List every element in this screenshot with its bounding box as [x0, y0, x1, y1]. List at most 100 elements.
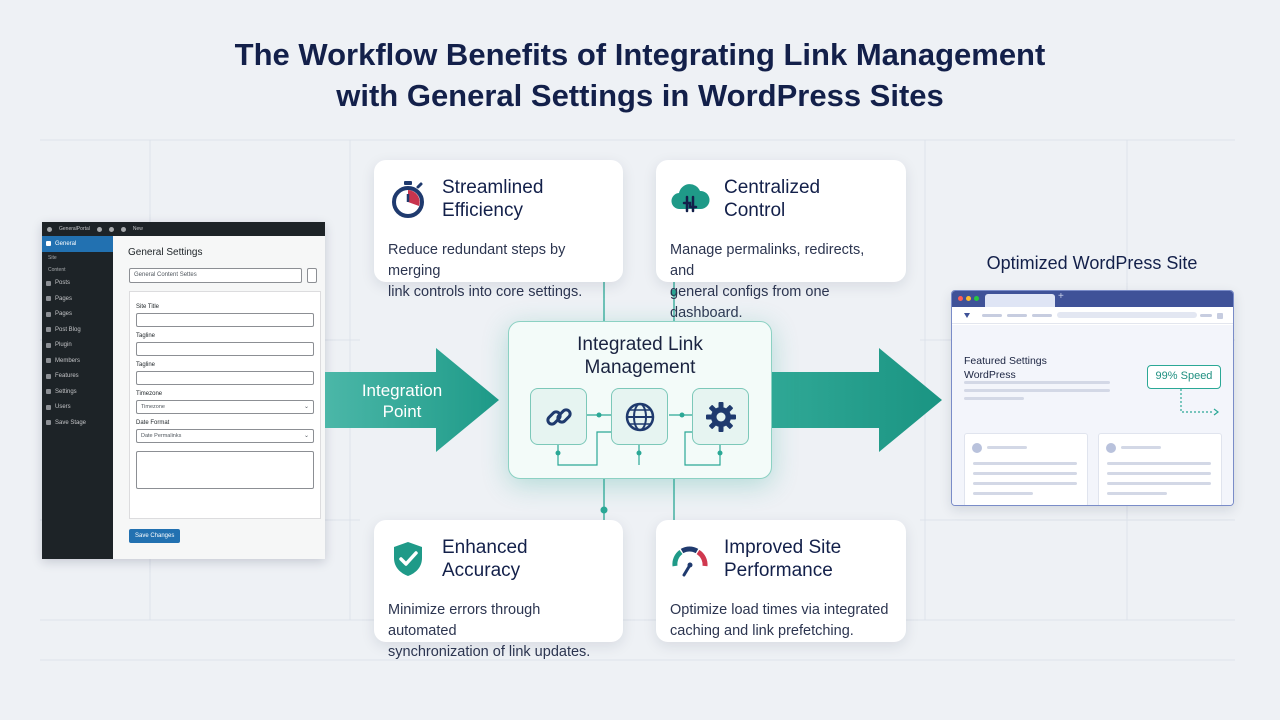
menu-icon: [46, 241, 51, 247]
sidebar-item: Plugin: [42, 338, 113, 354]
card-title-line: Enhanced: [442, 537, 528, 558]
close-dot-icon: [958, 296, 963, 301]
menu-icon: [46, 280, 51, 286]
card-text-line: Manage permalinks, redirects, and: [670, 242, 865, 279]
card-title-line: Control: [724, 200, 786, 221]
integrated-link-management-hub: Integrated Link Management: [508, 321, 772, 479]
menu-icon: [46, 404, 51, 410]
integration-point-label: Integration Point: [352, 380, 452, 422]
sidebar-item-label: Post Blog: [55, 326, 81, 333]
topbar-new: New: [132, 226, 143, 232]
sidebar-item: Pages: [42, 291, 113, 307]
connector-node: [600, 506, 608, 514]
sidebar-item: Posts: [42, 276, 113, 292]
minimize-dot-icon: [966, 296, 971, 301]
sidebar-item-label: Pages: [55, 295, 73, 302]
sidebar-item-label: Settings: [55, 388, 77, 395]
card-title-line: Improved Site: [724, 537, 842, 558]
sidebar-subitem: Site: [42, 252, 113, 264]
integration-arrow: [325, 348, 499, 452]
optimized-site-title: Optimized WordPress Site: [986, 253, 1198, 273]
browser-tab: [985, 294, 1055, 307]
card-text-line: Reduce redundant steps by merging: [388, 242, 566, 279]
save-changes-button: Save Changes: [129, 529, 181, 543]
comments-icon: [96, 226, 102, 232]
card-title-line: Accuracy: [442, 560, 521, 581]
wp-admin-topbar: GeneralPortal New: [42, 222, 325, 236]
settings-form-panel: Site Title Tagline Tagline Timezone Time…: [129, 291, 321, 519]
site-heading-line: WordPress: [964, 369, 1016, 381]
card-improved-performance: Improved Site Performance Optimize load …: [656, 520, 906, 642]
menu-icon: [46, 389, 51, 395]
optimized-site-browser: + Featured Settings WordPress 99% Speed: [951, 290, 1234, 506]
card-title-line: Centralized: [724, 177, 821, 198]
gear-tile: [692, 388, 749, 445]
search-row: General Content Settes: [129, 268, 317, 283]
sidebar-item-label: Site: [48, 254, 57, 261]
menu-icon: [46, 342, 51, 348]
browser-page: Featured Settings WordPress 99% Speed: [952, 325, 1233, 505]
globe-icon: [625, 402, 654, 431]
wp-admin-sidebar: General Site Content Posts Pages Pages P…: [42, 236, 113, 559]
plus-icon: [120, 226, 126, 232]
sidebar-item: Pages: [42, 307, 113, 323]
sidebar-item-label: Posts: [55, 280, 71, 287]
hub-title-line: Management: [584, 357, 696, 378]
menu-icon: [46, 373, 51, 379]
stopwatch-icon: [392, 181, 424, 218]
sidebar-item: Features: [42, 369, 113, 385]
card-text-line: link controls into core settings.: [388, 284, 583, 300]
sidebar-item: Members: [42, 353, 113, 369]
card-text-line: synchronization of link updates.: [388, 644, 591, 660]
speed-badge: 99% Speed: [1147, 365, 1221, 389]
search-button: [307, 268, 317, 283]
site-placeholder-lines: [964, 381, 1219, 416]
link-tile: [530, 388, 587, 445]
new-tab-icon: +: [1058, 291, 1064, 302]
card-streamlined-efficiency: Streamlined Efficiency Reduce redundant …: [374, 160, 623, 300]
browser-nav-content: [964, 312, 1223, 319]
timezone-select: Timezone⌄: [136, 400, 314, 414]
menu-icon: [46, 358, 51, 364]
hub-inner-lines: [555, 412, 723, 466]
integration-label-line-1: Integration: [361, 381, 443, 400]
date-format-select: Date Permalinks⌄: [136, 429, 314, 443]
updates-icon: [108, 226, 114, 232]
menu-icon: [46, 311, 51, 317]
card-text-line: Optimize load times via integrated: [670, 602, 889, 618]
connector-node: [670, 289, 678, 297]
site-title-field: [136, 313, 314, 327]
sidebar-item: Users: [42, 400, 113, 416]
sidebar-item-label: Save Stage: [55, 419, 87, 426]
sidebar-item-label: General: [55, 240, 77, 247]
sidebar-item-label: Users: [55, 404, 71, 411]
field-label: Date Format: [136, 420, 170, 426]
field-label: Site Title: [136, 304, 160, 310]
site-heading: Featured Settings WordPress: [964, 354, 1047, 382]
site-heading-line: Featured Settings: [964, 355, 1047, 367]
sidebar-item-label: Pages: [55, 311, 73, 318]
sidebar-item: Post Blog: [42, 322, 113, 338]
tagline-field-2: [136, 371, 314, 385]
menu-icon: [46, 296, 51, 302]
chevron-down-icon: ⌄: [303, 433, 309, 439]
card-title-line: Performance: [724, 560, 833, 581]
menu-icon: [46, 327, 51, 333]
card-centralized-control: Centralized Control Manage permalinks, r…: [656, 160, 906, 321]
shield-check-icon: [394, 542, 422, 576]
site-content-card: [964, 433, 1088, 505]
sidebar-item-label: Members: [55, 357, 81, 364]
chevron-down-icon: ⌄: [303, 404, 309, 410]
settings-textarea: [136, 451, 314, 489]
content-card-placeholder: [972, 443, 1077, 495]
sidebar-item-label: Content: [48, 266, 66, 273]
tagline-field: [136, 342, 314, 356]
card-title-line: Streamlined: [442, 177, 544, 198]
sidebar-item-label: Plugin: [55, 342, 72, 349]
title-line-1: The Workflow Benefits of Integrating Lin…: [234, 37, 1046, 72]
maximize-dot-icon: [974, 296, 979, 301]
card-text-line: caching and link prefetching.: [670, 623, 854, 639]
cloud-control-icon: [671, 184, 710, 213]
sidebar-item-label: Features: [55, 373, 79, 380]
